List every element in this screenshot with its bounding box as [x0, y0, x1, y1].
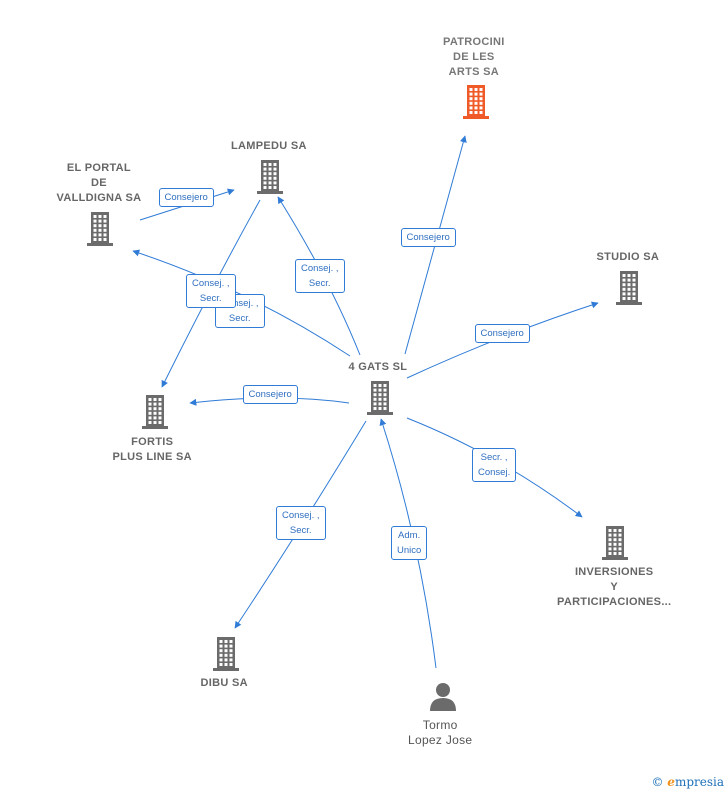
node-label-tormo[interactable]: Tormo Lopez Jose: [408, 718, 473, 747]
edge-label-lampedu-fortis[interactable]: Consej. , Secr.: [186, 274, 236, 308]
node-label-fortis[interactable]: FORTIS PLUS LINE SA: [112, 436, 192, 463]
person-icon-tormo[interactable]: [430, 683, 456, 711]
node-label-gats[interactable]: 4 GATS SL: [348, 361, 408, 373]
brand-name: mpresia: [674, 775, 724, 789]
node-label-lampedu[interactable]: LAMPEDU SA: [231, 140, 307, 152]
building-icon-lampedu[interactable]: [257, 160, 283, 194]
edge-label-gats-patrocini[interactable]: Consejero: [400, 227, 456, 247]
building-icon-gats[interactable]: [367, 381, 393, 415]
building-icon-fortis[interactable]: [142, 395, 168, 429]
building-icon-portal[interactable]: [87, 212, 113, 246]
edge-label-gats-lampedu[interactable]: Consej. , Secr.: [295, 259, 345, 293]
edge-label-gats-studio[interactable]: Consejero: [474, 323, 530, 343]
node-label-patrocini[interactable]: PATROCINI DE LES ARTS SA: [443, 36, 505, 78]
copyright-symbol: ©: [651, 775, 664, 789]
edge-label-gats-inversiones[interactable]: Secr. , Consej.: [472, 448, 517, 482]
building-icon-inversiones[interactable]: [602, 526, 628, 560]
edge-label-gats-dibu[interactable]: Consej. , Secr.: [276, 506, 326, 540]
building-icon-patrocini[interactable]: [463, 85, 489, 119]
node-label-portal[interactable]: EL PORTAL DE VALLDIGNA SA: [56, 162, 142, 204]
edge-label-tormo-gats[interactable]: Adm. Unico: [391, 526, 428, 560]
node-label-inversiones[interactable]: INVERSIONES Y PARTICIPACIONES...: [557, 566, 672, 608]
edge-label-portal-lampedu[interactable]: Consejero: [158, 187, 214, 207]
node-label-studio[interactable]: STUDIO SA: [596, 251, 660, 263]
building-icon-studio[interactable]: [616, 271, 642, 305]
empresia-footer[interactable]: © empresia: [651, 775, 724, 789]
edge-label-gats-fortis[interactable]: Consejero: [242, 384, 298, 404]
building-icon-dibu[interactable]: [213, 637, 239, 671]
node-label-dibu[interactable]: DIBU SA: [200, 677, 248, 689]
brand-logo-e: e: [667, 775, 675, 789]
